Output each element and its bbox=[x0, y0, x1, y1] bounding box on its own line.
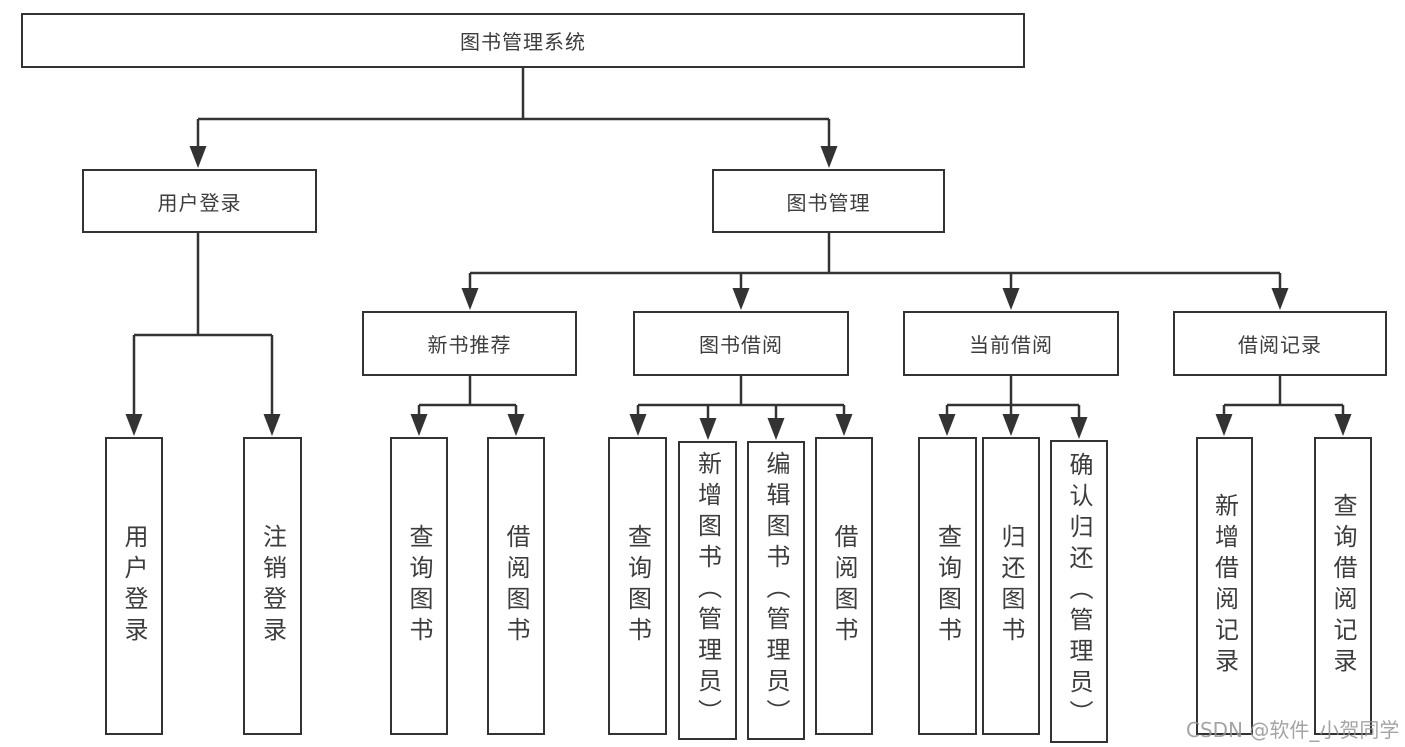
node-root: 图书管理系统 bbox=[21, 13, 1025, 68]
arrow-down-icon bbox=[1002, 288, 1020, 310]
leaf-query-books-recommend-label: 查询图书 bbox=[405, 524, 433, 648]
leaf-add-book-admin-label: 新增图书（管理员） bbox=[693, 451, 722, 730]
arrow-down-icon bbox=[1070, 417, 1088, 439]
node-borrow-records: 借阅记录 bbox=[1173, 311, 1387, 376]
leaf-logout: 注销登录 bbox=[243, 437, 302, 735]
leaf-edit-book-admin: 编辑图书（管理员） bbox=[747, 441, 805, 740]
node-borrow-records-label: 借阅记录 bbox=[1238, 333, 1322, 357]
arrow-down-icon bbox=[938, 414, 956, 436]
leaf-user-login-label: 用户登录 bbox=[120, 524, 148, 648]
leaf-add-borrow-record: 新增借阅记录 bbox=[1196, 437, 1253, 735]
leaf-query-books-recommend: 查询图书 bbox=[390, 437, 448, 735]
node-user-login-label: 用户登录 bbox=[157, 190, 242, 215]
node-book-borrow-label: 图书借阅 bbox=[699, 333, 783, 357]
node-root-label: 图书管理系统 bbox=[460, 30, 586, 54]
arrow-down-icon bbox=[125, 414, 143, 436]
leaf-edit-book-admin-label: 编辑图书（管理员） bbox=[762, 451, 790, 730]
node-book-management: 图书管理 bbox=[712, 169, 945, 233]
arrow-down-icon bbox=[410, 414, 428, 436]
arrow-down-icon bbox=[1271, 288, 1289, 310]
node-new-book-recommend-label: 新书推荐 bbox=[427, 333, 512, 357]
leaf-borrow-books-borrow-label: 借阅图书 bbox=[830, 524, 858, 648]
connector-paths bbox=[132, 68, 1345, 420]
arrow-down-icon bbox=[507, 414, 525, 436]
arrow-down-icon bbox=[835, 414, 853, 436]
arrow-down-icon bbox=[1334, 414, 1352, 436]
leaf-query-books-borrow: 查询图书 bbox=[608, 437, 667, 735]
leaf-query-borrow-record: 查询借阅记录 bbox=[1314, 437, 1372, 735]
arrow-down-icon bbox=[1002, 414, 1020, 436]
leaf-logout-label: 注销登录 bbox=[258, 524, 287, 648]
leaf-borrow-books-borrow: 借阅图书 bbox=[815, 437, 873, 735]
leaf-return-book: 归还图书 bbox=[982, 437, 1040, 735]
leaf-add-book-admin: 新增图书（管理员） bbox=[678, 441, 737, 740]
arrowheads bbox=[125, 146, 1352, 440]
leaf-query-books-current-label: 查询图书 bbox=[933, 524, 962, 648]
node-new-book-recommend: 新书推荐 bbox=[362, 311, 577, 376]
arrow-down-icon bbox=[699, 418, 717, 440]
leaf-borrow-books-recommend: 借阅图书 bbox=[487, 437, 545, 735]
csdn-watermark: CSDN @软件_小贺同学 bbox=[1186, 718, 1400, 742]
arrow-down-icon bbox=[461, 288, 479, 310]
leaf-confirm-return-admin: 确认归还（管理员） bbox=[1050, 440, 1108, 743]
arrow-down-icon bbox=[732, 288, 750, 310]
node-book-borrow: 图书借阅 bbox=[633, 311, 849, 376]
leaf-borrow-books-recommend-label: 借阅图书 bbox=[502, 524, 530, 648]
leaf-confirm-return-admin-label: 确认归还（管理员） bbox=[1065, 452, 1093, 731]
arrow-down-icon bbox=[189, 146, 207, 168]
leaf-query-borrow-record-label: 查询借阅记录 bbox=[1329, 493, 1357, 679]
arrow-down-icon bbox=[1215, 414, 1233, 436]
arrow-down-icon bbox=[820, 146, 838, 168]
arrow-down-icon bbox=[629, 414, 647, 436]
leaf-user-login: 用户登录 bbox=[105, 437, 163, 735]
node-current-borrow: 当前借阅 bbox=[903, 311, 1119, 376]
leaf-query-books-borrow-label: 查询图书 bbox=[623, 524, 652, 648]
node-current-borrow-label: 当前借阅 bbox=[969, 333, 1053, 357]
node-user-login: 用户登录 bbox=[82, 169, 317, 233]
leaf-query-books-current: 查询图书 bbox=[918, 437, 977, 735]
arrow-down-icon bbox=[767, 418, 785, 440]
node-book-management-label: 图书管理 bbox=[786, 190, 871, 215]
arrow-down-icon bbox=[263, 414, 281, 436]
leaf-add-borrow-record-label: 新增借阅记录 bbox=[1210, 493, 1239, 679]
leaf-return-book-label: 归还图书 bbox=[997, 524, 1025, 648]
